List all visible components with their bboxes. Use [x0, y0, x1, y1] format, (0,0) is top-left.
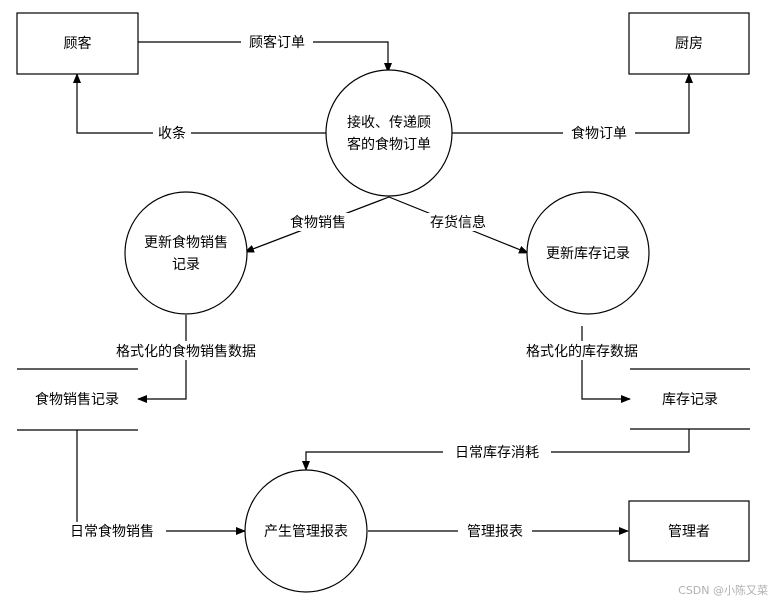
process-receive-order-line2: 客的食物订单 — [347, 136, 431, 153]
flow-label-food-order-text: 食物订单 — [571, 125, 627, 142]
watermark: CSDN @小陈又菜 — [678, 583, 768, 597]
entity-customer: 顾客 — [16, 12, 139, 75]
flow-label-formatted-inventory: 格式化的库存数据 — [512, 341, 652, 360]
entity-manager-label: 管理者 — [668, 524, 710, 540]
process-generate-report-label: 产生管理报表 — [264, 524, 348, 540]
flow-label-receipt-text: 收条 — [158, 125, 186, 142]
process-update-inventory: 更新库存记录 — [526, 191, 650, 315]
flow-label-inventory-info: 存货信息 — [422, 213, 494, 231]
flow-label-daily-sales: 日常食物销售 — [58, 522, 166, 540]
entity-manager: 管理者 — [628, 500, 750, 562]
flow-label-management-report-text: 管理报表 — [467, 524, 523, 540]
flow-label-receipt: 收条 — [153, 124, 191, 142]
flow-label-formatted-sales: 格式化的食物销售数据 — [97, 341, 275, 360]
flow-line-daily-sales — [76, 430, 246, 535]
flow-label-food-sales: 食物销售 — [282, 213, 354, 231]
flow-line-receipt — [73, 73, 326, 134]
process-update-sales-line1: 更新食物销售 — [144, 234, 228, 251]
flow-label-formatted-inventory-text: 格式化的库存数据 — [526, 344, 638, 360]
flow-label-food-order: 食物订单 — [563, 124, 635, 142]
store-inventory-records-label: 库存记录 — [662, 392, 718, 408]
flow-line-food-order — [452, 73, 693, 134]
store-inventory-records: 库存记录 — [630, 368, 750, 430]
process-receive-order-line1: 接收、传递顾 — [347, 114, 431, 131]
flow-line-customer-order — [138, 41, 392, 73]
flow-label-daily-sales-text: 日常食物销售 — [70, 523, 154, 540]
flow-label-food-sales-text: 食物销售 — [290, 214, 346, 231]
flow-label-customer-order: 顾客订单 — [241, 33, 313, 51]
entity-customer-label: 顾客 — [64, 35, 92, 52]
process-update-sales-line2: 记录 — [172, 257, 200, 273]
process-generate-report: 产生管理报表 — [244, 469, 368, 593]
entity-kitchen: 厨房 — [628, 12, 750, 75]
flow-line-formatted-inventory — [581, 326, 631, 403]
process-update-sales: 更新食物销售 记录 — [124, 191, 248, 315]
flow-label-inventory-info-text: 存货信息 — [430, 214, 486, 231]
entity-kitchen-label: 厨房 — [675, 36, 703, 52]
store-sales-records: 食物销售记录 — [17, 368, 138, 431]
flow-label-management-report: 管理报表 — [458, 522, 532, 540]
process-receive-order: 接收、传递顾 客的食物订单 — [325, 69, 453, 197]
process-update-inventory-label: 更新库存记录 — [546, 246, 630, 262]
flow-label-formatted-sales-text: 格式化的食物销售数据 — [116, 343, 256, 360]
flow-label-customer-order-text: 顾客订单 — [249, 34, 305, 51]
flow-label-daily-consumption: 日常库存消耗 — [443, 443, 551, 461]
flow-label-daily-consumption-text: 日常库存消耗 — [455, 445, 539, 461]
store-sales-records-label: 食物销售记录 — [35, 391, 119, 408]
